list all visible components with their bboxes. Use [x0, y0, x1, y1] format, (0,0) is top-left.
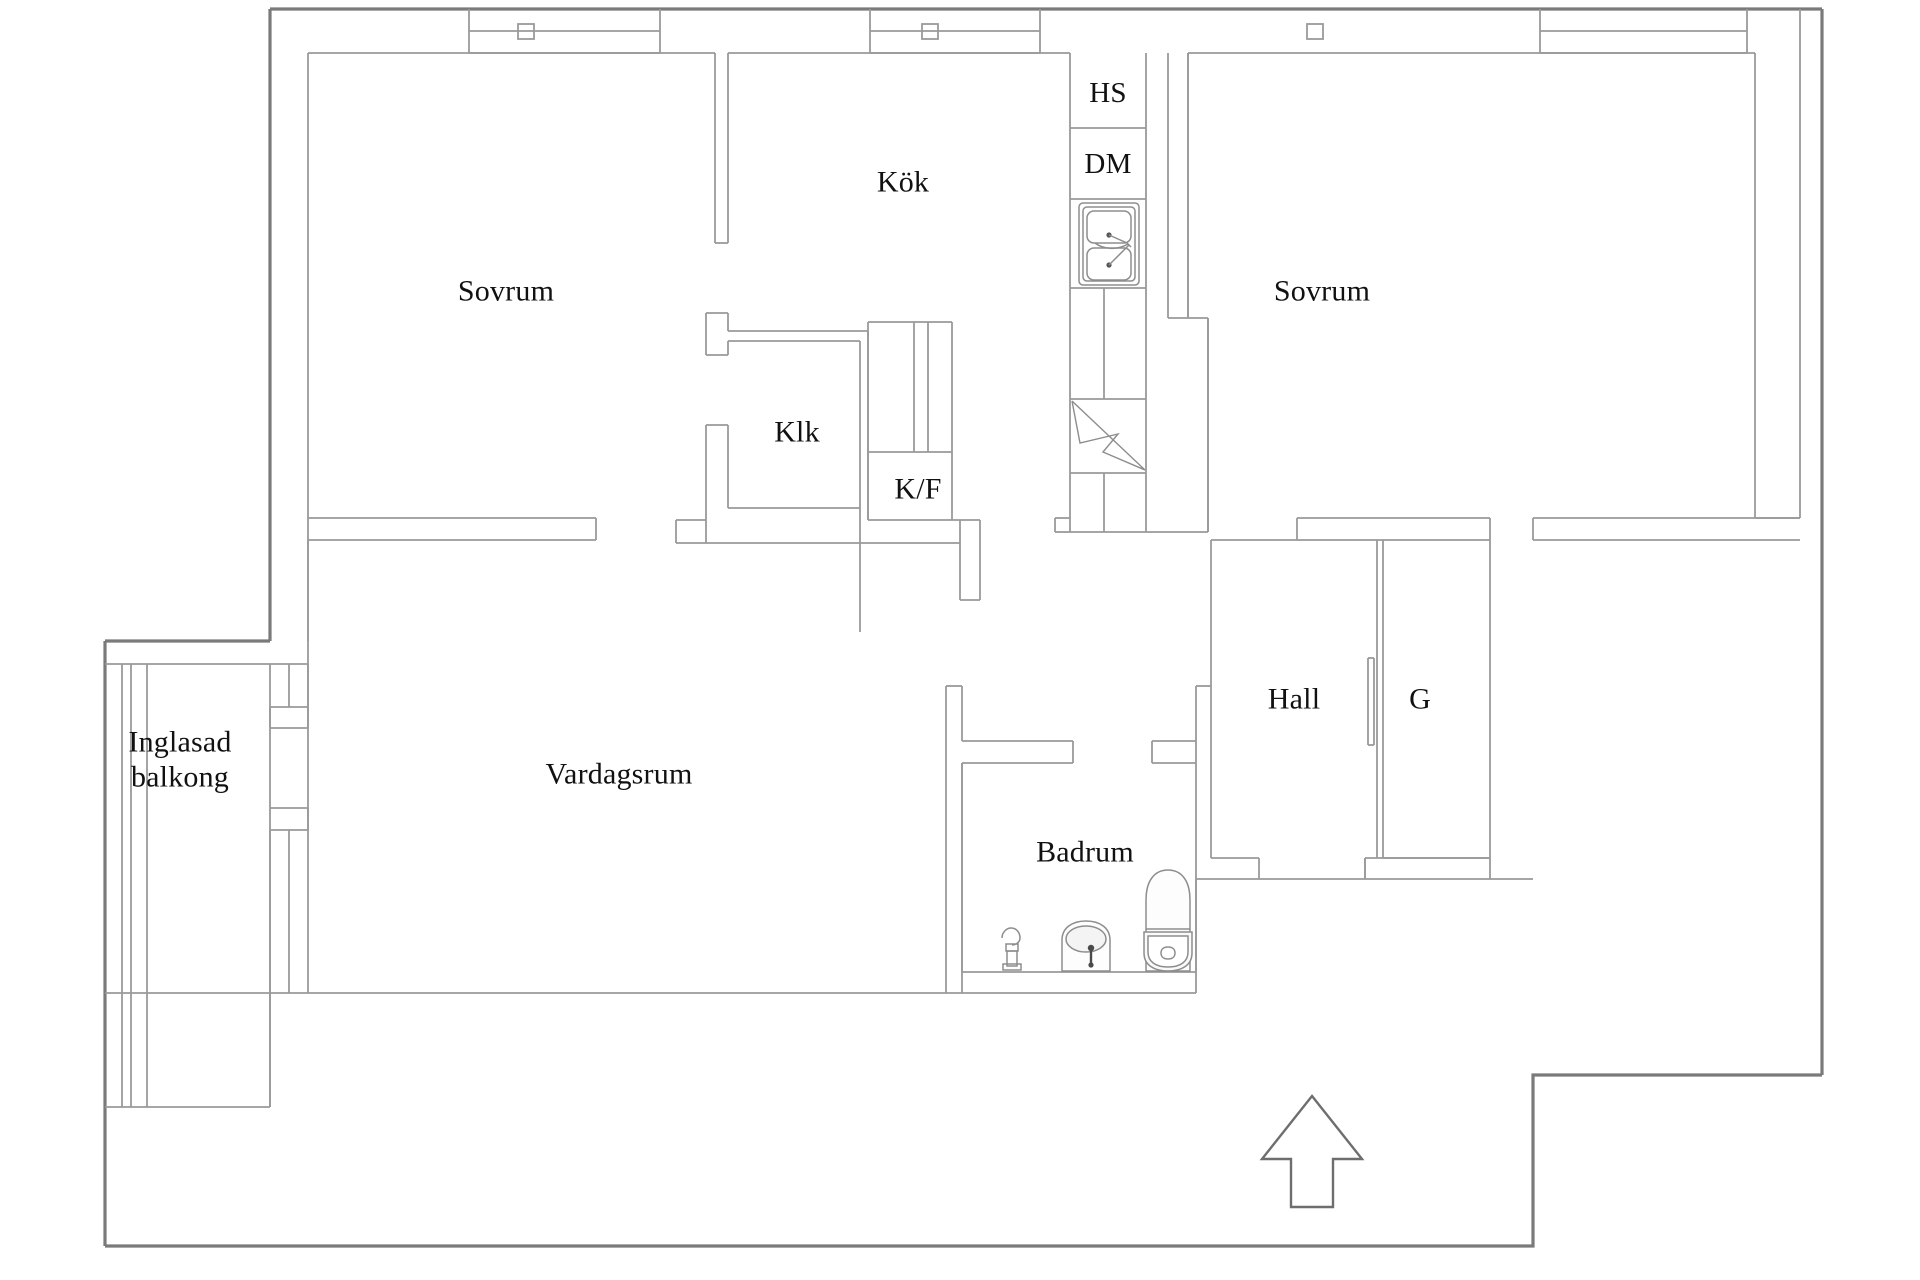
- room-label-sovrum-left: Sovrum: [457, 274, 555, 308]
- room-label-garderob: G: [1409, 682, 1431, 716]
- room-label-badrum: Badrum: [1036, 835, 1134, 869]
- appliance-label-hs: HS: [1089, 76, 1127, 109]
- room-label-inglasad-balkong: Inglasad balkong: [128, 725, 232, 794]
- balcony-walls: [105, 663, 309, 1108]
- room-label-sovrum-right: Sovrum: [1273, 274, 1371, 308]
- outer-walls: [103, 7, 1824, 1248]
- wash-basin-icon: [1061, 920, 1111, 972]
- appliance-label-dm: DM: [1084, 147, 1132, 180]
- inner-walls: [105, 9, 1801, 994]
- room-label-klk: Klk: [774, 415, 820, 449]
- toilet-icon: [1143, 869, 1193, 972]
- top-window-band: [468, 9, 1748, 54]
- room-label-kf: K/F: [894, 472, 942, 506]
- floor-tap-icon: [1001, 927, 1022, 971]
- double-bowl-sink-icon: [1078, 202, 1140, 286]
- stove-hob-icon: [1071, 400, 1146, 471]
- room-label-vardagsrum: Vardagsrum: [545, 757, 693, 791]
- room-label-kok: Kök: [876, 165, 930, 199]
- room-label-hall: Hall: [1267, 682, 1321, 716]
- entrance-arrow-icon: [1259, 1094, 1365, 1209]
